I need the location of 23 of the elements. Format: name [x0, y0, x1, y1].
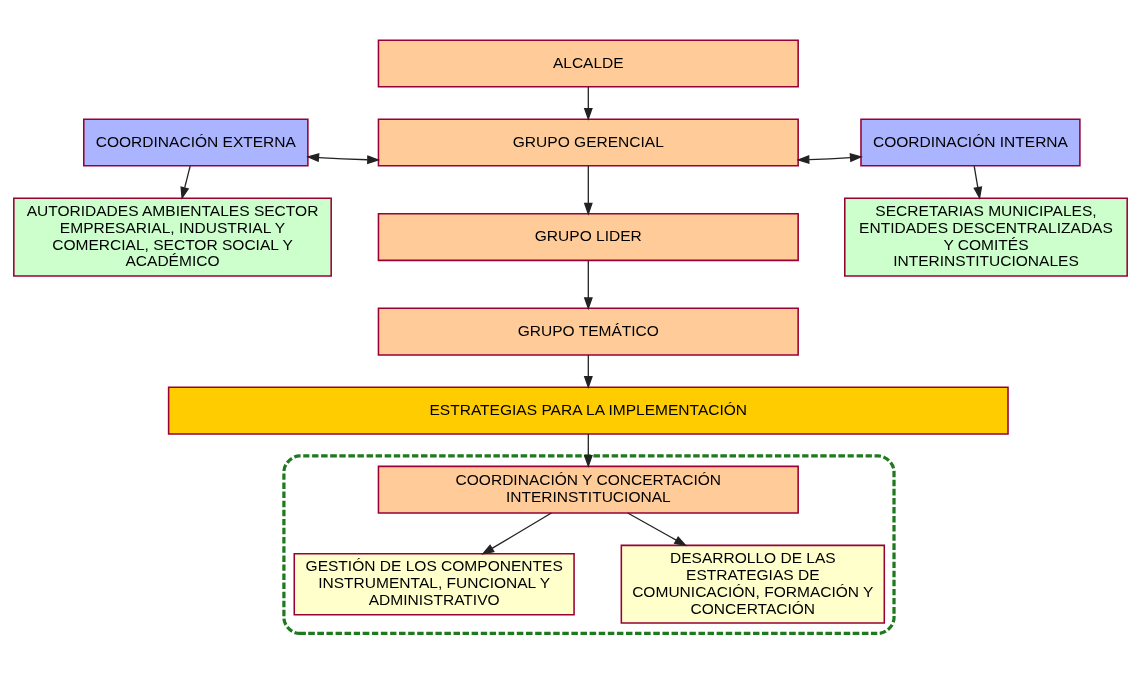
- arrow: [583, 259, 593, 310]
- arrow: [583, 353, 593, 389]
- node-box: COORDINACIÓN EXTERNA: [83, 117, 309, 167]
- node-box: COORDINACIÓN INTERNA: [860, 117, 1081, 167]
- arrow: [583, 85, 593, 121]
- arrow: [796, 152, 863, 164]
- node-box: GRUPO GERENCIAL: [377, 117, 799, 167]
- node-box: ESTRATEGIAS PARA LA IMPLEMENTACIÓN: [167, 386, 1009, 435]
- node-box: GRUPO LIDER: [377, 212, 799, 261]
- node-box: COORDINACIÓN Y CONCERTACIÓN INTERINSTITUCIONAL: [377, 465, 799, 514]
- arrow: [180, 164, 191, 200]
- arrow: [627, 511, 688, 546]
- node-box: DESARROLLO DE LAS ESTRATEGIAS DE COMUNICACIÓN, FORMACIÓN Y CONCERTACIÓN: [620, 544, 886, 624]
- arrow: [973, 164, 983, 200]
- node-box: SECRETARIAS MUNICIPALES, ENTIDADES DESCENTRALIZADAS Y COMITÉS INTERINSTITUCIONALES: [844, 196, 1128, 277]
- node-box: GESTIÓN DE LOS COMPONENTES INSTRUMENTAL, FUNCIONAL Y ADMINISTRATIVO: [293, 552, 575, 615]
- arrow: [583, 164, 593, 216]
- node-box: GRUPO TEMÁTICO: [377, 307, 799, 356]
- node-box: ALCALDE: [377, 38, 799, 88]
- arrow: [583, 432, 593, 468]
- arrow: [481, 511, 553, 555]
- arrow: [306, 152, 381, 164]
- node-box: AUTORIDADES AMBIENTALES SECTOR EMPRESARIAL, INDUSTRIAL Y COMERCIAL, SECTOR SOCIAL Y ACADÉMICO: [13, 196, 332, 277]
